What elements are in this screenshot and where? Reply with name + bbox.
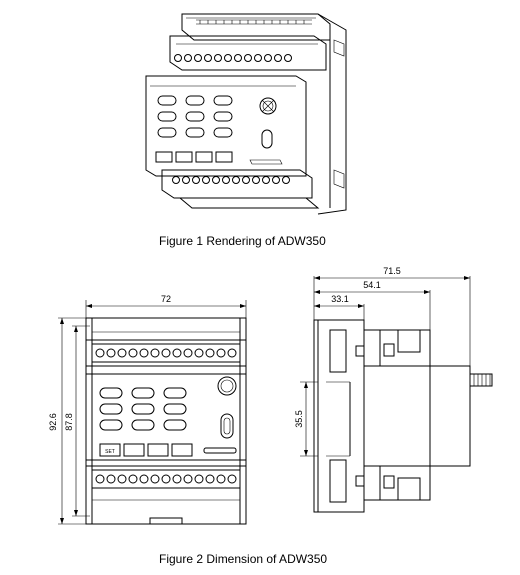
figure-2-caption: Figure 2 Dimension of ADW350 bbox=[159, 552, 328, 566]
dim-side-33-1: 33.1 bbox=[331, 294, 349, 304]
upper-terminal-screws bbox=[174, 54, 292, 62]
function-buttons-3d bbox=[155, 151, 283, 165]
front-keys-3d bbox=[157, 95, 233, 138]
device-3d-rendering bbox=[145, 13, 347, 215]
dim-rail-35-5: 35.5 bbox=[294, 410, 304, 428]
antenna-knob-front bbox=[217, 376, 237, 396]
lower-terminal-screws bbox=[172, 176, 290, 184]
antenna-knob-3d bbox=[259, 97, 277, 115]
side-view-drawing bbox=[300, 276, 493, 513]
dim-side-54-1: 54.1 bbox=[363, 280, 381, 290]
front-keypad bbox=[99, 387, 187, 431]
dim-height-92-6: 92.6 bbox=[48, 413, 58, 431]
top-terminal-ridges bbox=[196, 19, 312, 25]
dim-width-72: 72 bbox=[161, 294, 171, 304]
dim-height-87-8: 87.8 bbox=[64, 413, 74, 431]
set-button-label: SET bbox=[105, 449, 115, 455]
antenna-side bbox=[469, 373, 493, 387]
dim-side-71-5: 71.5 bbox=[383, 266, 401, 276]
function-button-row bbox=[99, 443, 237, 457]
front-view-drawing bbox=[58, 300, 247, 525]
figure-1-caption: Figure 1 Rendering of ADW350 bbox=[159, 234, 326, 248]
lower-terminal-row bbox=[91, 469, 241, 489]
upper-terminal-row bbox=[91, 343, 241, 363]
